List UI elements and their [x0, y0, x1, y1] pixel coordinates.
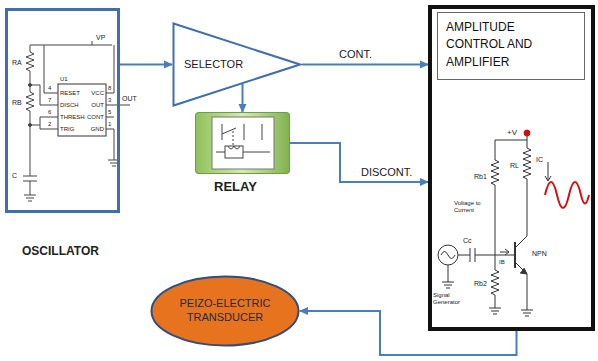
node-heading: RELAY [214, 180, 257, 193]
connector-arrow [242, 84, 244, 112]
schematic-stroke [106, 117, 114, 118]
schematic-stroke [23, 176, 37, 181]
schematic-stroke [489, 308, 501, 314]
pin-label: 3 [108, 97, 111, 103]
schematic-stroke [106, 45, 114, 93]
schematic-stroke [216, 124, 270, 152]
component-label: NPN [532, 250, 547, 257]
component-label: Cc [463, 237, 472, 244]
schematic-stroke [515, 262, 527, 310]
triangle-shape [174, 24, 301, 106]
component-label: Voltage to Current [454, 200, 490, 213]
pin-label: 4 [48, 85, 51, 91]
connector-arrow [120, 64, 172, 66]
component-label: RL [510, 162, 519, 169]
pin-label: RESET [60, 90, 80, 96]
pin-label: CONT [87, 114, 104, 120]
selector-triangle: SELECTOR [172, 22, 302, 107]
pin-label: OUT [91, 102, 104, 108]
schematic-stroke [228, 146, 240, 149]
edge-label: CONT. [338, 48, 373, 61]
schematic-stroke [58, 84, 106, 136]
schematic-stroke [29, 84, 32, 87]
schematic-stroke [26, 45, 34, 85]
pin-label: RA [12, 59, 22, 66]
pin-label: 6 [48, 109, 51, 115]
pin-label: DISCH [60, 102, 79, 108]
schematic-stroke [458, 248, 515, 262]
schematic-stroke [438, 245, 458, 265]
schematic-stroke [30, 85, 58, 105]
schematic-stroke [92, 41, 93, 45]
pin-label: 5 [108, 109, 111, 115]
schematic-stroke [521, 310, 533, 316]
component-label: IC [536, 156, 543, 163]
pin-label: C [12, 172, 17, 179]
component-label: +V [507, 129, 517, 137]
schematic-stroke [491, 270, 499, 308]
schematic-stroke [216, 124, 270, 158]
schematic-stroke [30, 117, 58, 129]
node-label: SELECTOR [184, 59, 243, 70]
pin-label: 8 [108, 85, 111, 91]
schematic-stroke [520, 268, 527, 274]
schematic-stroke [29, 124, 32, 127]
pin-label: 7 [48, 97, 51, 103]
node-label: PEIZO-ELECTRIC TRANSDUCER [170, 297, 280, 325]
transducer-ellipse: PEIZO-ELECTRIC TRANSDUCER [150, 275, 300, 347]
connector-arrow [300, 311, 517, 355]
component-label: Signal Generator [433, 292, 467, 305]
pin-label: THRESH [60, 114, 85, 120]
pin-label: RB [12, 99, 22, 106]
schematic-stroke [442, 265, 454, 288]
pin-label: VCC [91, 90, 104, 96]
schematic-stroke [441, 252, 455, 259]
relay-body [195, 112, 290, 174]
schematic-stroke [195, 112, 290, 174]
ellipse-shape [152, 277, 299, 346]
node-heading: OSCILLATOR [22, 245, 99, 257]
schematic-stroke [212, 117, 274, 169]
pin-label: U1 [60, 76, 68, 82]
relay-box: RELAY [195, 112, 290, 174]
component-label: Rb1 [474, 173, 487, 180]
schematic-stroke [225, 146, 243, 158]
schematic-stroke [44, 45, 58, 93]
schematic-stroke [233, 131, 234, 146]
title-frame: AMPLITUDE CONTROL AND AMPLIFIER [437, 12, 585, 80]
schematic-stroke [545, 182, 589, 208]
pin-label: GND [91, 126, 104, 132]
pin-label: TRIG [60, 126, 74, 132]
schematic-stroke [524, 130, 530, 136]
edge-label: DISCONT. [360, 166, 413, 179]
connector-arrow [290, 143, 428, 182]
schematic-stroke [26, 85, 34, 176]
amplifier-schematic [438, 130, 589, 316]
schematic-stroke [30, 45, 112, 46]
pin-label: 2 [48, 121, 51, 127]
schematic-stroke [491, 140, 527, 270]
node-label: AMPLITUDE CONTROL AND AMPLIFIER [446, 19, 556, 71]
schematic-stroke [500, 249, 509, 255]
schematic-stroke [515, 236, 527, 248]
pin-label: OUT [122, 95, 137, 102]
schematic-stroke [523, 136, 531, 236]
component-label: IB [499, 259, 505, 265]
schematic-stroke [24, 181, 36, 201]
pin-label: 1 [108, 121, 111, 127]
connector-arrow [302, 64, 428, 66]
component-label: Rb2 [474, 280, 487, 287]
timer-schematic [23, 41, 130, 201]
pin-label: VP [96, 34, 105, 41]
schematic-stroke [545, 162, 551, 181]
